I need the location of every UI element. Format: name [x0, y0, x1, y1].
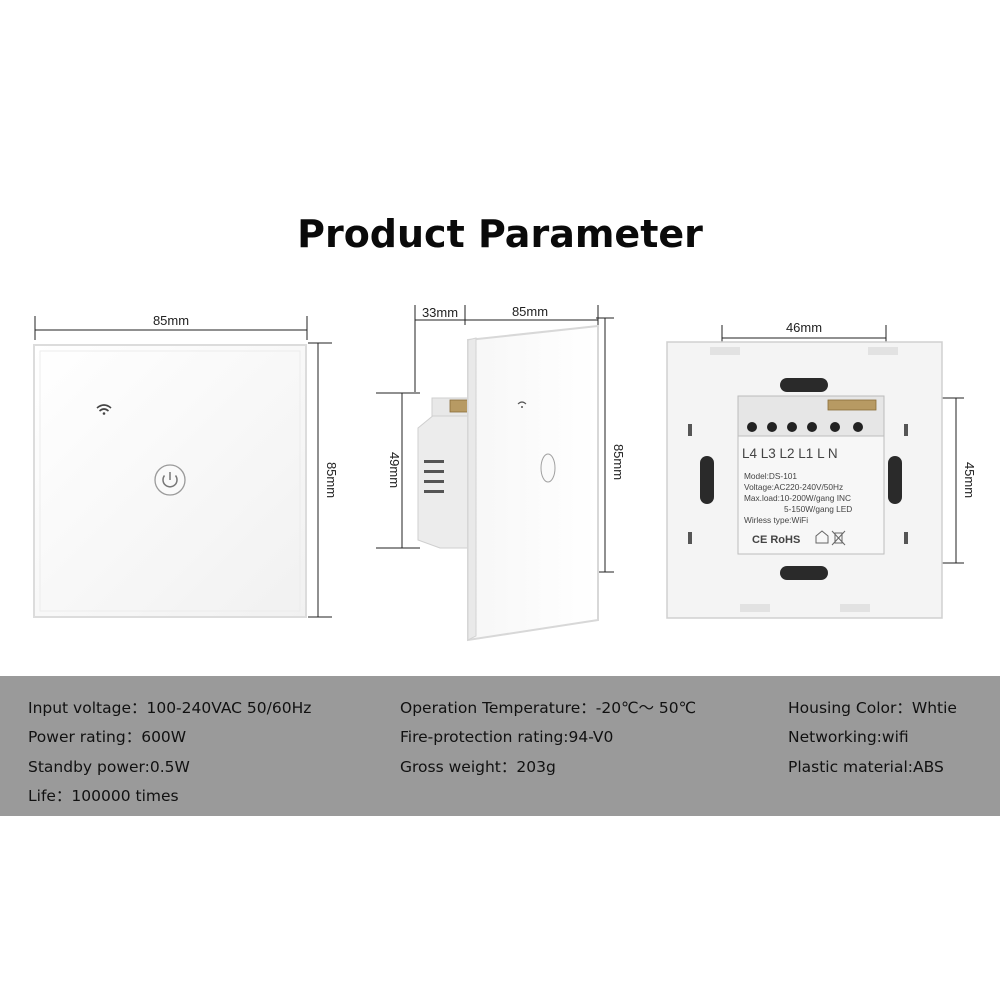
side-width-label: 85mm: [512, 304, 548, 319]
side-depth-label: 33mm: [422, 305, 458, 320]
page-title: Product Parameter: [297, 212, 703, 256]
back-width-label: 46mm: [786, 320, 822, 335]
front-view: 85mm 85mm: [33, 313, 339, 618]
sticker-model: Model:DS-101: [744, 471, 797, 481]
spec-fire-protection: Fire-protection rating:94-V0: [400, 728, 614, 747]
spec-column-3: Housing Color：Whtie Networking:wifi Plas…: [788, 694, 957, 782]
front-panel: [33, 344, 307, 618]
side-panel: [467, 324, 599, 642]
spec-column-2: Operation Temperature：-20℃～ 50℃ Fire-pro…: [400, 694, 696, 782]
spec-plastic-material: Plastic material:ABS: [788, 757, 944, 776]
terminal-labels: L4 L3 L2 L1 L N: [742, 446, 838, 461]
spec-standby-power: Standby power:0.5W: [28, 757, 190, 776]
back-height-label: 45mm: [962, 462, 977, 498]
spec-input-voltage: Input voltage：100-240VAC 50/60Hz: [28, 699, 312, 717]
side-power-button-icon: [540, 453, 556, 483]
spec-housing-color: Housing Color：Whtie: [788, 699, 957, 717]
side-wifi-icon: [517, 401, 527, 408]
front-width-label: 85mm: [153, 313, 189, 328]
spec-life: Life：100000 times: [28, 786, 179, 805]
back-view: 46mm 45mm: [666, 320, 977, 619]
spec-networking: Networking:wifi: [788, 728, 909, 747]
sticker-certs: CE RoHS: [752, 534, 800, 546]
side-height-label: 85mm: [611, 444, 626, 480]
sticker-maxload-inc: Max.load:10-200W/gang INC: [744, 493, 851, 503]
spec-sticker: [737, 435, 885, 555]
weee-bin-icon: [831, 530, 846, 546]
spec-power-rating: Power rating：600W: [28, 728, 187, 747]
wifi-icon: [96, 404, 112, 415]
spec-gross-weight: Gross weight：203g: [400, 757, 556, 776]
sticker-voltage: Voltage:AC220-240V/50Hz: [744, 482, 843, 492]
side-view: 33mm 85mm 49mm 85mm: [376, 304, 626, 642]
side-body-label: 49mm: [387, 452, 402, 488]
spec-operation-temperature: Operation Temperature：-20℃～ 50℃: [400, 699, 697, 717]
sticker-wireless: Wirless type:WiFi: [744, 515, 808, 525]
power-button-icon: [154, 464, 186, 496]
spec-panel: Input voltage：100-240VAC 50/60Hz Power r…: [0, 676, 1000, 816]
back-box: [417, 403, 471, 549]
sticker-maxload-led: 5-150W/gang LED: [784, 504, 852, 514]
house-icon: [815, 530, 829, 544]
spec-column-1: Input voltage：100-240VAC 50/60Hz Power r…: [28, 694, 311, 811]
mounting-slots: [700, 378, 902, 580]
front-height-label: 85mm: [324, 462, 339, 498]
